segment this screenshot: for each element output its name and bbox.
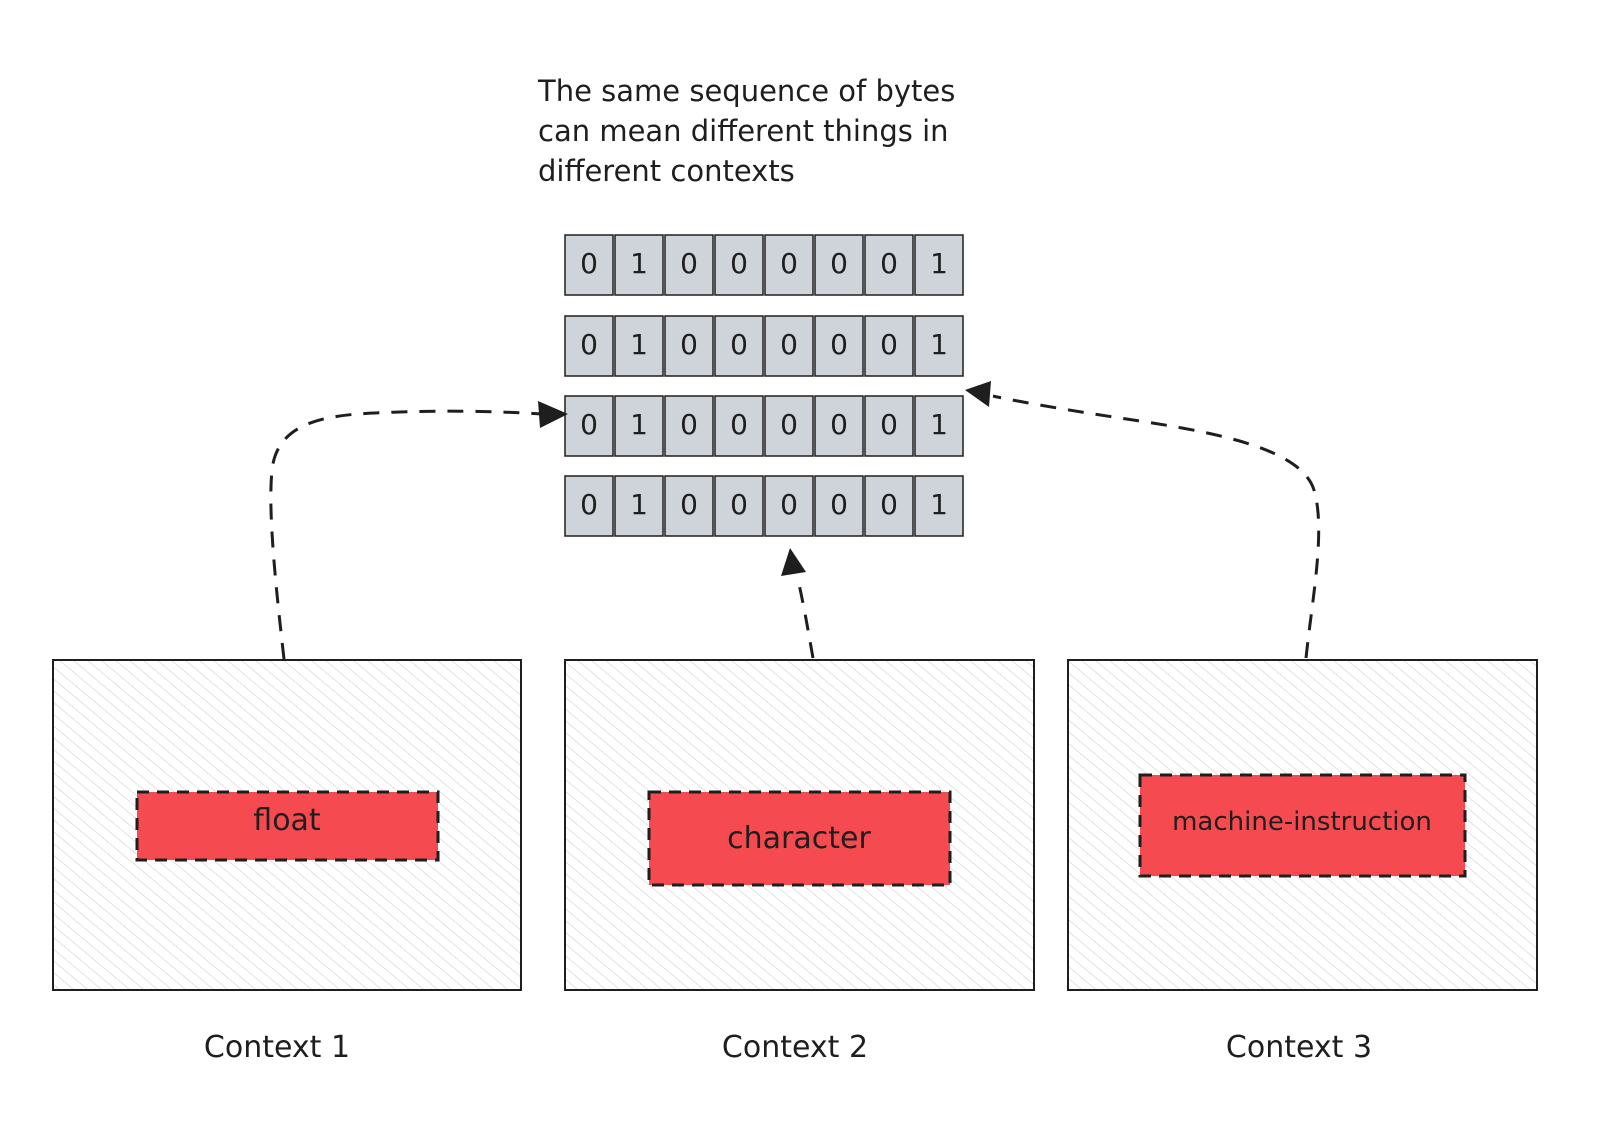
- bit-value: 0: [880, 247, 898, 280]
- bit-cell: [864, 234, 914, 296]
- bit-value: 0: [730, 247, 748, 280]
- arrow-head-2: [781, 548, 806, 576]
- bit-cell: [914, 395, 964, 457]
- bit-cell: [664, 315, 714, 377]
- bit-cell: [764, 315, 814, 377]
- bit-value: 0: [730, 328, 748, 361]
- bit-cell: [614, 395, 664, 457]
- caption-line-1: The same sequence of bytes: [537, 74, 955, 108]
- arrow-context-1-to-bytes: [269, 409, 543, 660]
- bit-cell: [664, 475, 714, 537]
- bit-cell: [864, 315, 914, 377]
- bit-cell: [914, 315, 964, 377]
- bit-cell: [914, 234, 964, 296]
- bit-cell: [814, 475, 864, 537]
- bit-value: 0: [680, 408, 698, 441]
- bit-cell: [564, 234, 614, 296]
- bit-value: 1: [930, 247, 948, 280]
- bit-cell: [764, 395, 814, 457]
- type-label-machine-instruction: machine-instruction: [1172, 807, 1432, 837]
- bit-cell: [614, 315, 664, 377]
- bit-cell: [764, 475, 814, 537]
- bit-cell: [664, 395, 714, 457]
- bit-value: 0: [780, 408, 798, 441]
- bit-cell: [564, 315, 614, 377]
- bit-cell: [914, 475, 964, 537]
- bit-cell: [814, 234, 864, 296]
- context-label-2: Context 2: [722, 1030, 868, 1065]
- bit-value: 0: [830, 328, 848, 361]
- bit-cell: [614, 475, 664, 537]
- bit-value: 1: [630, 488, 648, 521]
- bit-value: 1: [630, 328, 648, 361]
- type-box-character: [647, 790, 952, 887]
- bit-cell: [814, 315, 864, 377]
- type-label-float: float: [253, 803, 321, 838]
- caption-line-2: can mean different things in: [538, 114, 949, 148]
- bit-value: 0: [830, 247, 848, 280]
- bit-cell: [564, 475, 614, 537]
- bit-value: 0: [680, 247, 698, 280]
- bit-value: 0: [580, 247, 598, 280]
- context-box-2: character: [564, 659, 1035, 991]
- bit-value: 0: [780, 328, 798, 361]
- bit-cell: [614, 234, 664, 296]
- bit-cell: [764, 234, 814, 296]
- bit-value: 0: [830, 488, 848, 521]
- bit-value: 1: [630, 247, 648, 280]
- bit-value: 0: [780, 488, 798, 521]
- arrow-context-3-to-bytes: [992, 394, 1321, 659]
- bit-value: 0: [580, 488, 598, 521]
- bit-cell: [864, 475, 914, 537]
- context-box-3: machine-instruction: [1067, 659, 1538, 991]
- arrow-head-3: [965, 381, 991, 407]
- bit-cell: [814, 395, 864, 457]
- bit-cell: [864, 395, 914, 457]
- bit-value: 1: [930, 408, 948, 441]
- bit-value: 0: [780, 247, 798, 280]
- type-box-float: [135, 790, 440, 862]
- bit-value: 1: [930, 488, 948, 521]
- bit-value: 1: [630, 408, 648, 441]
- type-box-machine-instruction: [1138, 773, 1467, 878]
- caption-line-3: different contexts: [538, 154, 795, 188]
- bit-cell: [714, 475, 764, 537]
- bit-value: 0: [580, 408, 598, 441]
- bit-value: 1: [930, 328, 948, 361]
- bit-value: 0: [730, 488, 748, 521]
- bit-value: 0: [830, 408, 848, 441]
- context-label-3: Context 3: [1226, 1030, 1372, 1065]
- bit-value: 0: [880, 488, 898, 521]
- bit-value: 0: [880, 408, 898, 441]
- context-label-1: Context 1: [204, 1030, 350, 1065]
- bit-cell: [664, 234, 714, 296]
- bit-cell: [714, 315, 764, 377]
- bit-cell: [564, 395, 614, 457]
- bit-value: 0: [880, 328, 898, 361]
- bit-value: 0: [680, 328, 698, 361]
- bit-value: 0: [580, 328, 598, 361]
- bit-value: 0: [730, 408, 748, 441]
- arrow-head-1: [538, 401, 568, 428]
- bit-cell: [714, 234, 764, 296]
- type-label-character: character: [727, 821, 871, 856]
- bit-cell: [714, 395, 764, 457]
- bit-value: 0: [680, 488, 698, 521]
- arrow-context-2-to-bytes: [795, 575, 815, 659]
- context-box-1: float: [52, 659, 522, 991]
